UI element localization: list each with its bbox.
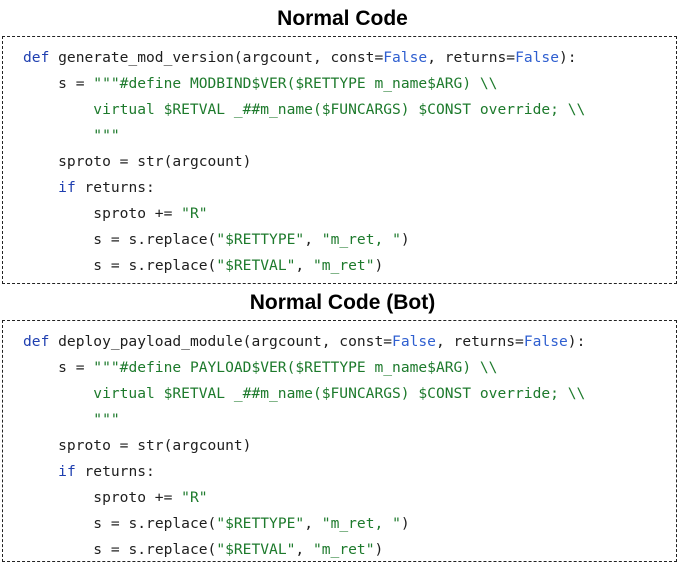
section-title-normal-code-bot: Normal Code (Bot) <box>249 291 436 314</box>
code-token: "m_ret" <box>312 257 375 274</box>
code-token: """ <box>23 411 120 428</box>
code-line: sproto = str(argcount) <box>23 149 585 175</box>
code-token: = <box>110 231 120 248</box>
code-line: s = s.replace("$RETTYPE", "m_ret, ") <box>23 511 585 537</box>
code-token: = <box>75 359 85 376</box>
code-line: s = """#define MODBIND$VER($RETTYPE m_na… <box>23 71 585 97</box>
code-token: = <box>506 49 516 66</box>
code-token: False <box>383 49 428 66</box>
code-line: """ <box>23 407 585 433</box>
code-token: = <box>75 75 85 92</box>
code-token: "m_ret, " <box>321 231 401 248</box>
code-token: False <box>515 49 559 66</box>
code-token: def <box>23 49 50 66</box>
code-token: = <box>119 437 129 454</box>
code-token: s.replace( <box>119 515 217 532</box>
code-token: returns: <box>75 179 155 196</box>
code-line: sproto += "R" <box>23 485 585 511</box>
code-line: """ <box>23 123 585 149</box>
code-line: s = s.replace("$RETTYPE", "m_ret, ") <box>23 227 585 253</box>
code-token: , returns <box>435 333 516 350</box>
code-token: = <box>515 333 524 350</box>
code-token: ) <box>400 515 410 532</box>
code-token: (argcount) <box>163 153 252 170</box>
code-token: virtual $RETVAL _##m_name($FUNCARGS) $CO… <box>23 101 586 118</box>
code-token: virtual $RETVAL _##m_name($FUNCARGS) $CO… <box>23 385 586 402</box>
code-token: s.replace( <box>119 257 217 274</box>
code-line: sproto += "R" <box>23 201 585 227</box>
section-title-normal-code: Normal Code <box>277 7 408 30</box>
code-token: "$RETTYPE" <box>216 515 305 532</box>
code-line: s = """#define PAYLOAD$VER($RETTYPE m_na… <box>23 355 585 381</box>
code-token: "$RETVAL" <box>216 541 296 558</box>
code-token: , <box>304 515 322 532</box>
code-token: = <box>110 257 120 274</box>
code-token: """#define PAYLOAD$VER($RETTYPE m_name$A… <box>84 359 498 376</box>
code-token: "$RETVAL" <box>216 257 296 274</box>
code-token: , <box>304 231 322 248</box>
code-line: virtual $RETVAL _##m_name($FUNCARGS) $CO… <box>23 381 585 407</box>
code-token: s <box>23 75 76 92</box>
code-line: virtual $RETVAL _##m_name($FUNCARGS) $CO… <box>23 97 585 123</box>
code-token: s.replace( <box>119 231 217 248</box>
code-block-normal: def generate_mod_version(argcount, const… <box>2 36 677 284</box>
code-token: = <box>119 153 129 170</box>
code-token: += <box>154 205 173 222</box>
code-token: s <box>23 231 111 248</box>
code-line: if returns: <box>23 175 585 201</box>
code-token: """#define MODBIND$VER($RETTYPE m_name$A… <box>84 75 498 92</box>
code-token: ): <box>559 49 577 66</box>
code-token: = <box>110 541 120 558</box>
code-line: s = s.replace("$RETVAL", "m_ret") <box>23 537 585 563</box>
code-token: sproto <box>23 489 155 506</box>
code-token: ): <box>567 333 586 350</box>
code-token: = <box>374 49 384 66</box>
code-token: s.replace( <box>119 541 217 558</box>
code-token: ) <box>374 541 384 558</box>
code-token: s <box>23 257 111 274</box>
code-token: ) <box>374 257 384 274</box>
code-lines-bot: def deploy_payload_module(argcount, cons… <box>23 329 585 563</box>
code-lines-normal: def generate_mod_version(argcount, const… <box>23 45 585 279</box>
code-token: sproto <box>23 205 155 222</box>
code-token: "m_ret" <box>312 541 375 558</box>
code-token: s <box>23 541 111 558</box>
code-token: (argcount) <box>163 437 252 454</box>
code-token: ) <box>400 231 410 248</box>
code-block-bot: def deploy_payload_module(argcount, cons… <box>2 320 677 562</box>
code-token: = <box>383 333 393 350</box>
code-token: "R" <box>172 205 208 222</box>
code-token: if <box>58 179 76 196</box>
code-token: sproto <box>23 153 120 170</box>
code-token: , <box>295 257 313 274</box>
code-token: def <box>23 333 50 350</box>
code-line: if returns: <box>23 459 585 485</box>
code-token: str <box>128 437 164 454</box>
code-token: "R" <box>172 489 208 506</box>
code-token: , returns <box>427 49 507 66</box>
code-line: sproto = str(argcount) <box>23 433 585 459</box>
code-token: False <box>392 333 436 350</box>
code-token <box>23 179 58 196</box>
code-token: deploy_payload_module(argcount, const <box>49 333 384 350</box>
code-token: s <box>23 515 111 532</box>
code-token: s <box>23 359 76 376</box>
code-token: sproto <box>23 437 120 454</box>
code-token: str <box>128 153 164 170</box>
code-token: += <box>154 489 173 506</box>
code-token: generate_mod_version(argcount, const <box>49 49 375 66</box>
code-token: returns: <box>75 463 155 480</box>
code-token: False <box>523 333 568 350</box>
code-token <box>23 463 58 480</box>
code-line: def generate_mod_version(argcount, const… <box>23 45 585 71</box>
code-line: def deploy_payload_module(argcount, cons… <box>23 329 585 355</box>
code-token: = <box>110 515 120 532</box>
code-line: s = s.replace("$RETVAL", "m_ret") <box>23 253 585 279</box>
code-token: "m_ret, " <box>321 515 401 532</box>
code-token: , <box>295 541 313 558</box>
code-token: "$RETTYPE" <box>216 231 305 248</box>
code-token: """ <box>23 127 120 144</box>
code-token: if <box>58 463 76 480</box>
